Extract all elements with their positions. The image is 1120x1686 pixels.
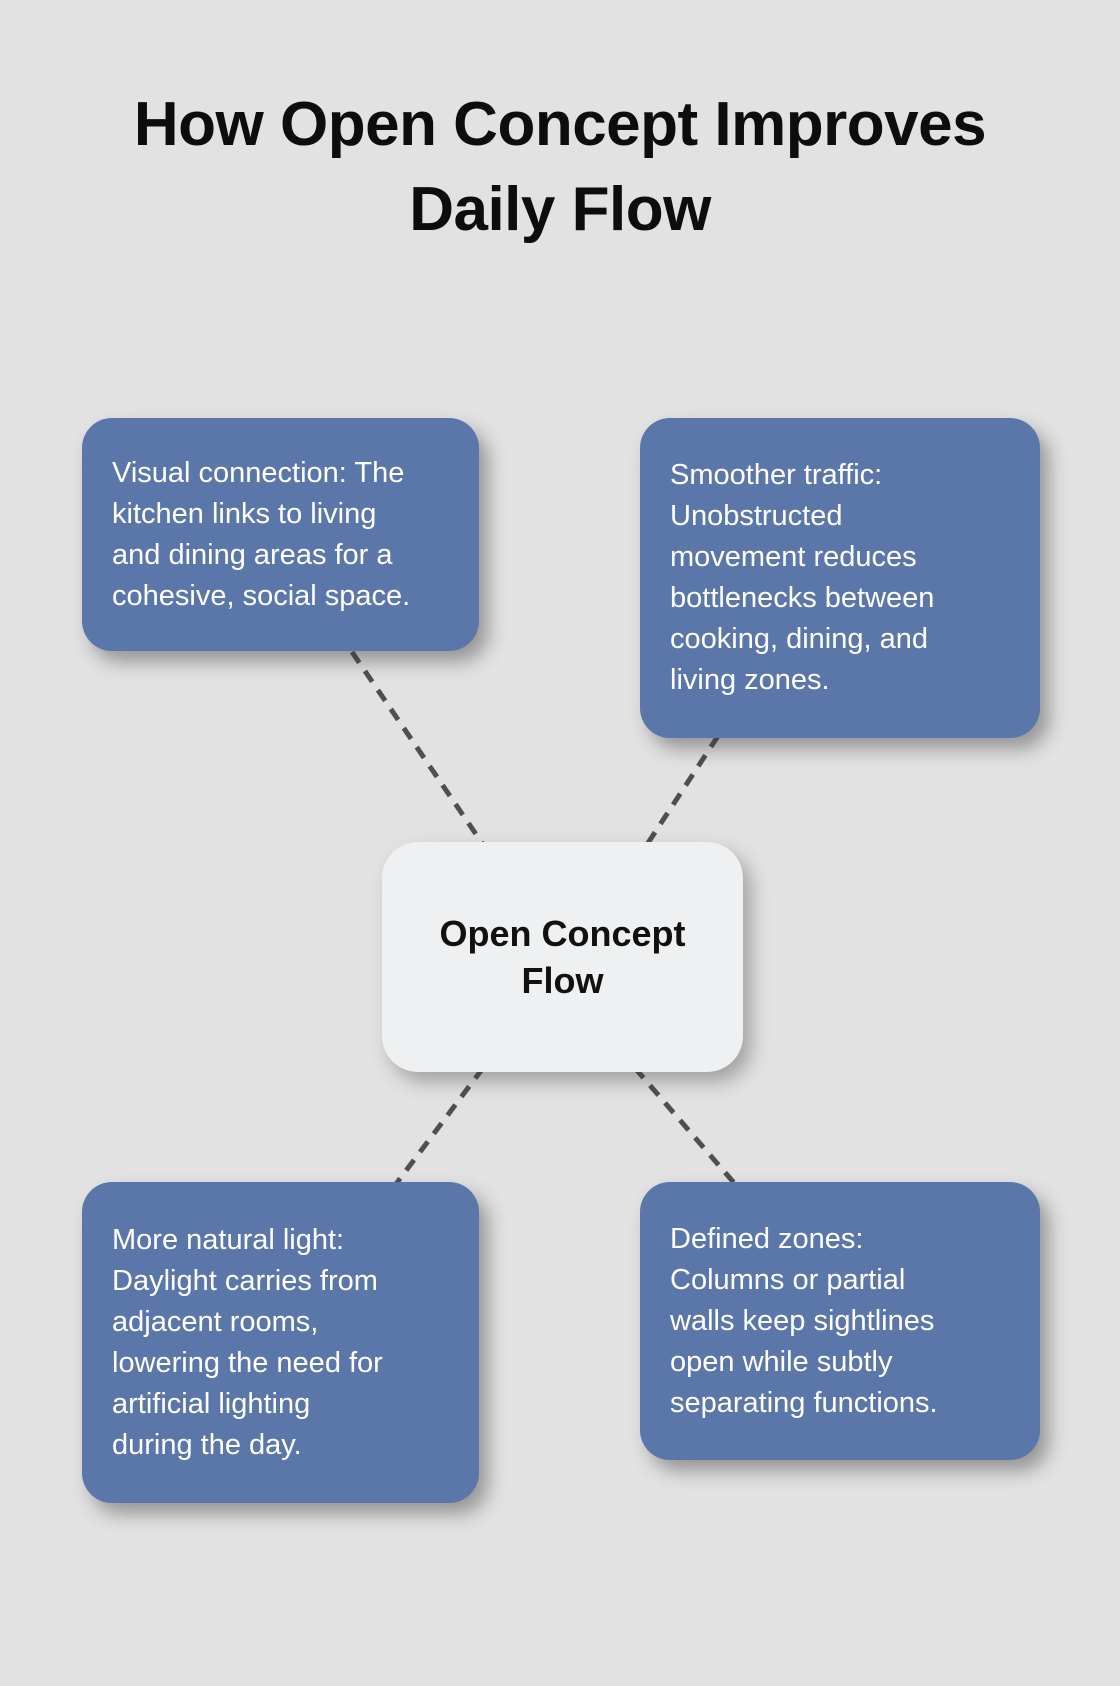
center-node-label: Open Concept Flow xyxy=(439,913,686,1001)
info-card-text: Defined zones: Columns or partial walls … xyxy=(670,1222,938,1419)
info-card-text: Smoother traffic: Unobstructed movement … xyxy=(670,459,935,696)
connector-line-more-natural-light xyxy=(394,1066,485,1186)
info-card-smoother-traffic: Smoother traffic: Unobstructed movement … xyxy=(640,418,1040,738)
center-node: Open Concept Flow xyxy=(382,842,743,1072)
info-card-visual-connection: Visual connection: The kitchen links to … xyxy=(82,418,479,651)
connector-line-smoother-traffic xyxy=(643,734,721,848)
page-title: How Open Concept Improves Daily Flow xyxy=(133,90,987,244)
info-card-defined-zones: Defined zones: Columns or partial walls … xyxy=(640,1182,1040,1460)
connector-line-visual-connection xyxy=(349,650,487,848)
connector-line-defined-zones xyxy=(633,1066,737,1186)
info-card-text: More natural light: Daylight carries fro… xyxy=(112,1223,383,1461)
info-card-more-natural-light: More natural light: Daylight carries fro… xyxy=(82,1182,479,1503)
info-card-text: Visual connection: The kitchen links to … xyxy=(112,456,411,612)
